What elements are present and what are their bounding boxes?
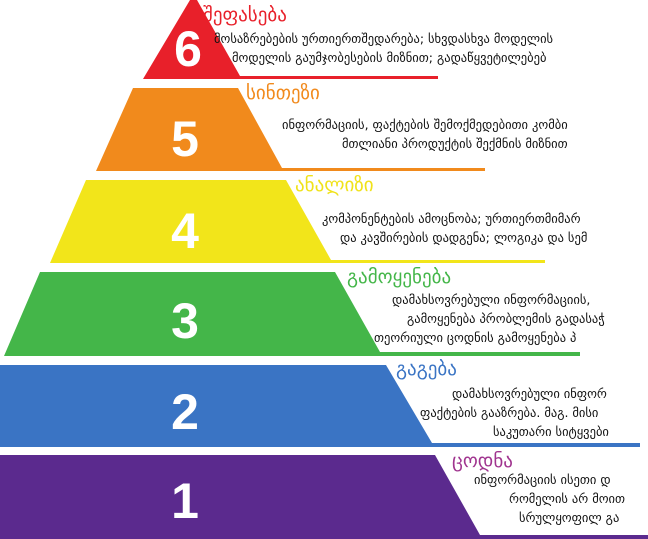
level-5-description: ინფორმაციის, ფაქტების შემოქმედებითი კომბ… bbox=[282, 115, 568, 153]
level-1-band bbox=[0, 455, 648, 539]
level-3-number: 3 bbox=[171, 293, 199, 349]
desc-line: ინფორმაციის, ფაქტების შემოქმედებითი კომბ… bbox=[282, 117, 568, 132]
level-2-description: დამახსოვრებული ინფორ ფაქტების გააზრება. … bbox=[420, 384, 609, 441]
desc-line: დამახსოვრებული ინფორმაციის, bbox=[392, 292, 591, 307]
desc-line: სრულყოფილ გა bbox=[519, 510, 620, 525]
level-6-band bbox=[143, 0, 438, 79]
desc-line: კომპონენტების ამოცნობა; ურთიერთმიმარ bbox=[322, 211, 581, 226]
level-1-number: 1 bbox=[171, 473, 199, 529]
level-4-number: 4 bbox=[171, 203, 199, 259]
desc-line: მთლიანი პროდუქტის შექმნის მიზნით bbox=[342, 136, 568, 151]
level-2-number: 2 bbox=[171, 384, 199, 440]
level-6-number: 6 bbox=[174, 21, 202, 77]
level-2-band bbox=[0, 365, 640, 447]
level-6-description: მოსაზრებების ურთიერთშედარება; სხვდასხვა … bbox=[214, 29, 553, 67]
desc-line: რომელის არ მოით bbox=[509, 491, 626, 506]
desc-line: დამახსოვრებული ინფორ bbox=[452, 386, 607, 401]
desc-line: მოდელის გაუმჯობესების მიზნით; გადაწყვეტი… bbox=[232, 50, 547, 65]
level-3-title: გამოყენება bbox=[347, 266, 452, 288]
level-5-title: სინთეზი bbox=[246, 82, 320, 104]
level-1-title: ცოდნა bbox=[452, 450, 513, 472]
desc-line: ფაქტების გააზრება. მაგ. მისი bbox=[420, 405, 599, 420]
desc-line: თეორიული ცოდნის გამოყენება პ bbox=[374, 330, 577, 345]
level-4-description: კომპონენტების ამოცნობა; ურთიერთმიმარ და … bbox=[322, 209, 587, 247]
desc-line: საკუთარი სიტყვები bbox=[493, 424, 609, 439]
desc-line: გამოყენება პრობლემის გადასაჭ bbox=[407, 311, 605, 326]
level-5-number: 5 bbox=[171, 111, 199, 167]
desc-line: ინფორმაციის ისეთი დ bbox=[474, 472, 611, 487]
desc-line: და კავშირების დადგენა; ლოგიკა და სემ bbox=[340, 230, 588, 245]
level-1-description: ინფორმაციის ისეთი დ რომელის არ მოით სრულ… bbox=[474, 470, 625, 527]
level-2-title: გაგება bbox=[396, 358, 457, 380]
level-3-band bbox=[4, 272, 580, 356]
desc-line: მოსაზრებების ურთიერთშედარება; სხვდასხვა … bbox=[214, 31, 554, 46]
level-4-band bbox=[50, 180, 545, 263]
level-3-description: დამახსოვრებული ინფორმაციის, გამოყენება პ… bbox=[374, 290, 605, 347]
level-6-title: შეფასება bbox=[203, 4, 287, 26]
level-4-title: ანალიზი bbox=[295, 174, 374, 196]
level-5-band bbox=[96, 88, 485, 171]
